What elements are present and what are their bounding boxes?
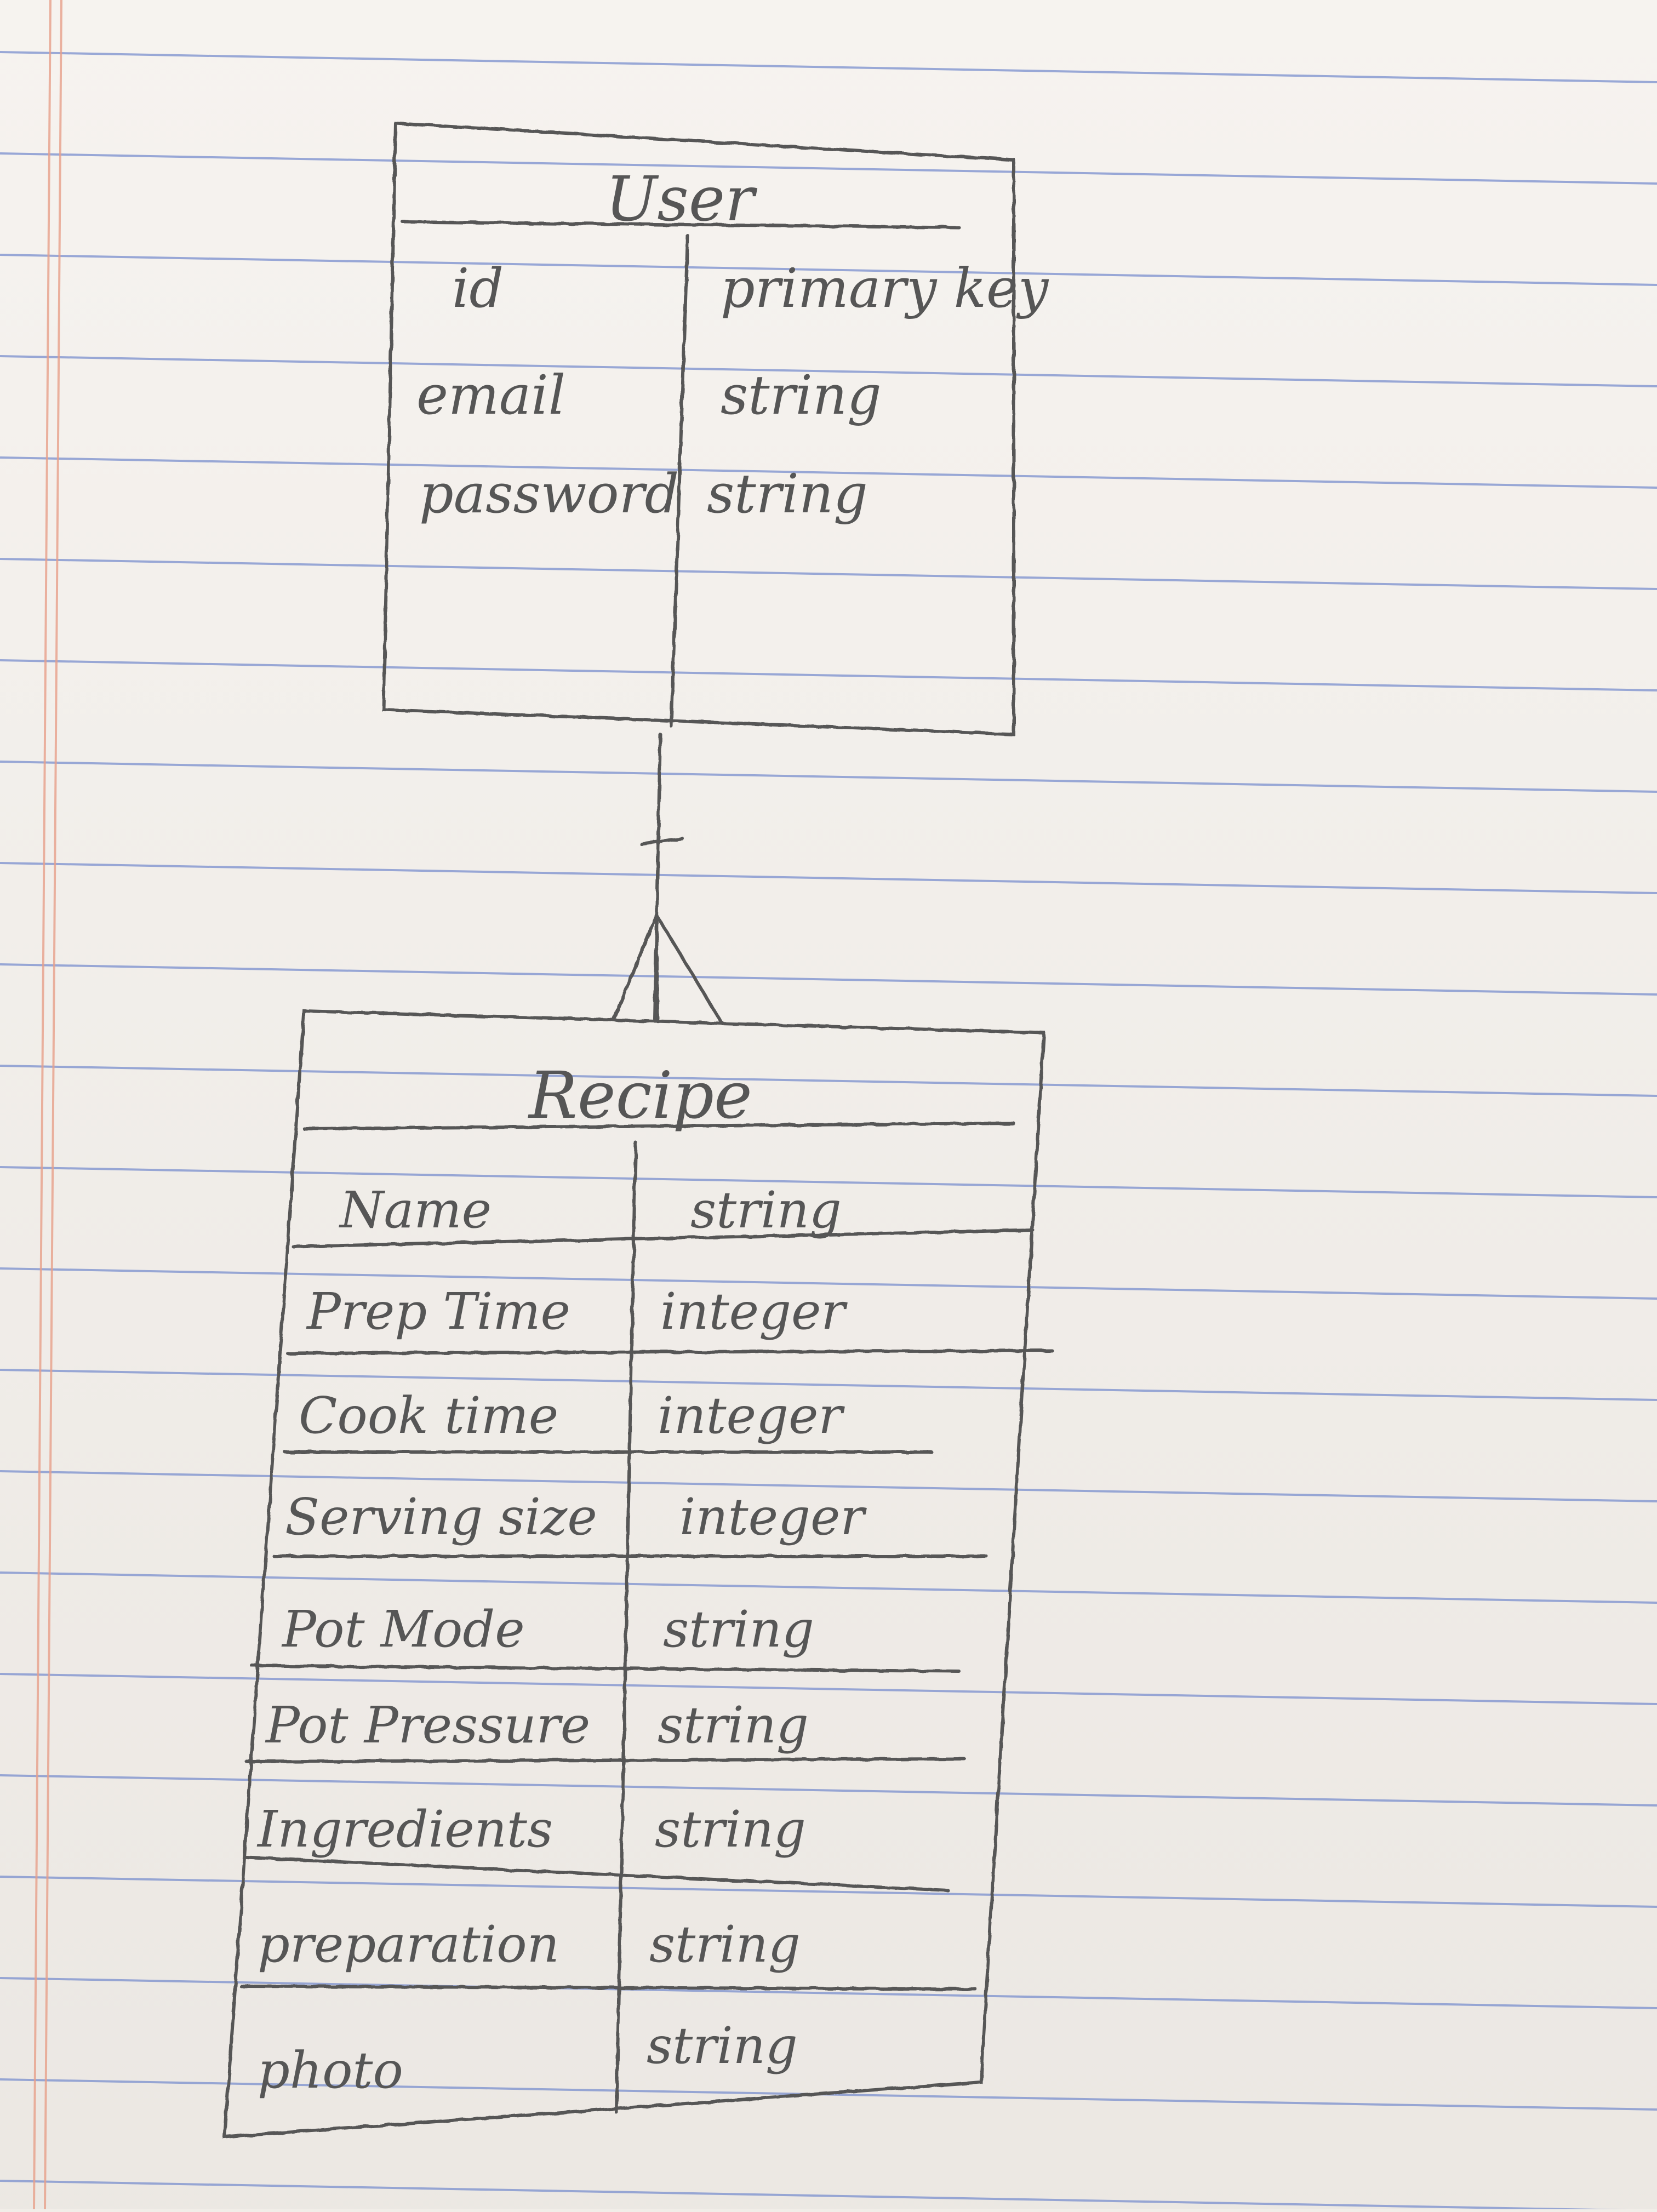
ruled-line xyxy=(0,761,1657,793)
recipe-field-name: Name xyxy=(339,1181,492,1239)
user-field-name: password xyxy=(419,463,679,525)
user-fields: id primary key email string password str… xyxy=(416,258,1049,525)
ruled-line xyxy=(0,1876,1657,1908)
recipe-field-name: preparation xyxy=(258,1915,559,1974)
recipe-field-name: Serving size xyxy=(285,1488,597,1546)
ruled-line xyxy=(0,1673,1657,1705)
recipe-field-type: string xyxy=(647,2016,798,2075)
ruled-line xyxy=(0,1065,1657,1097)
ruled-line xyxy=(0,51,1657,83)
recipe-field-name: Ingredients xyxy=(256,1800,553,1859)
user-field-name: id xyxy=(452,258,504,320)
ruled-line xyxy=(0,1571,1657,1604)
recipe-field-type: string xyxy=(663,1600,814,1659)
recipe-entity-title: Recipe xyxy=(528,1058,752,1133)
recipe-entity-box xyxy=(222,1009,1054,2139)
recipe-field-name: Cook time xyxy=(299,1386,558,1445)
ruled-line xyxy=(0,152,1657,185)
ruled-line xyxy=(0,862,1657,894)
ruled-line xyxy=(0,659,1657,691)
user-field-name: email xyxy=(416,364,565,427)
recipe-field-type: integer xyxy=(660,1282,848,1341)
ruled-lines xyxy=(0,51,1657,2212)
recipe-field-name: Pot Pressure xyxy=(265,1696,590,1754)
ruled-line xyxy=(0,1470,1657,1502)
recipe-field-name: photo xyxy=(258,2041,403,2100)
ruled-line xyxy=(0,2180,1657,2212)
user-entity-box xyxy=(381,121,1015,736)
ruled-line xyxy=(0,355,1657,387)
user-field-type: primary key xyxy=(721,258,1049,320)
ruled-line xyxy=(0,254,1657,286)
recipe-field-type: string xyxy=(655,1800,806,1859)
ruled-line xyxy=(0,558,1657,590)
ruled-line xyxy=(0,963,1657,996)
recipe-field-type: string xyxy=(690,1181,842,1239)
recipe-field-type: integer xyxy=(679,1488,867,1546)
recipe-field-type: string xyxy=(649,1915,801,1974)
user-field-type: string xyxy=(721,364,882,427)
ruled-line xyxy=(0,1267,1657,1300)
recipe-field-type: string xyxy=(658,1696,809,1754)
margin-lines xyxy=(33,0,62,2210)
ruled-line xyxy=(0,1166,1657,1198)
one-to-many-relationship xyxy=(612,733,724,1025)
ruled-line xyxy=(0,456,1657,489)
margin-line xyxy=(33,0,52,2210)
recipe-field-name: Prep Time xyxy=(306,1282,570,1341)
ruled-line xyxy=(0,1369,1657,1401)
ruled-line xyxy=(0,1977,1657,2009)
ruled-line xyxy=(0,1774,1657,1807)
recipe-fields: Name string Prep Time integer Cook time … xyxy=(256,1181,867,2100)
recipe-field-type: integer xyxy=(658,1386,845,1445)
user-field-type: string xyxy=(707,463,868,525)
user-entity-title: User xyxy=(605,164,758,235)
recipe-field-name: Pot Mode xyxy=(281,1600,525,1659)
margin-line xyxy=(44,0,62,2210)
